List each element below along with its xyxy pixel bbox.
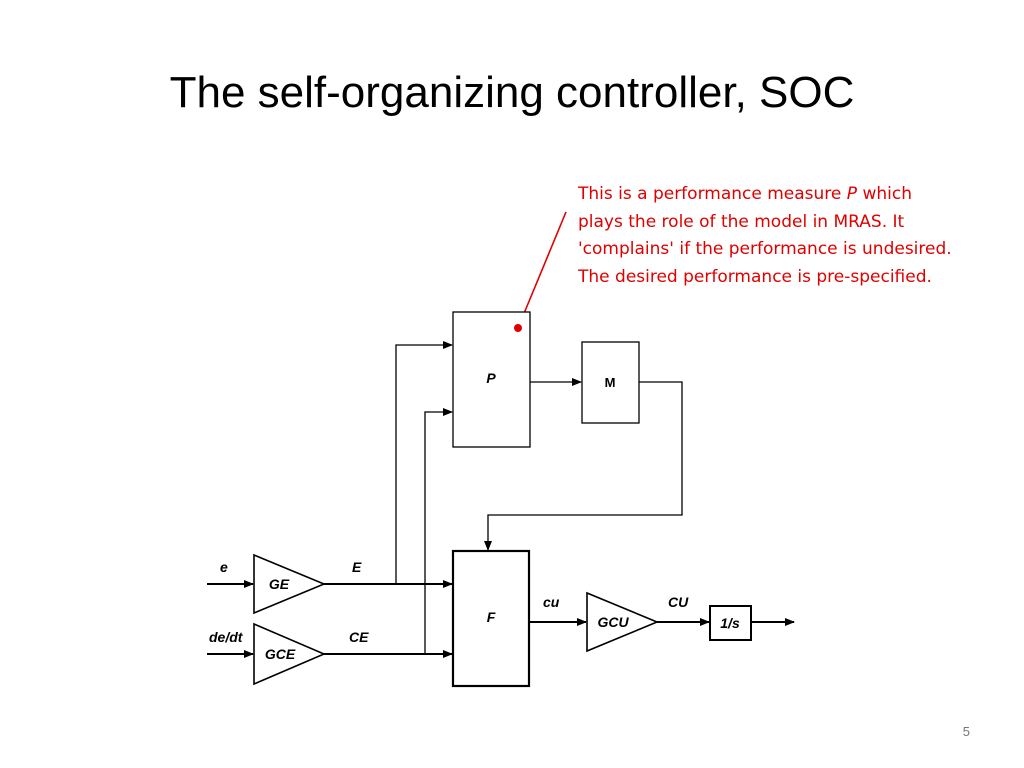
performance-block (452, 311, 531, 448)
modifier-to-fuzzy-feedback (484, 381, 683, 551)
callout-text-symbol: P (846, 184, 858, 204)
signal-label-error: e (220, 559, 228, 575)
callout-text-end: which plays the role of the model in MRA… (578, 184, 952, 287)
change-error-gain-triangle (253, 622, 327, 686)
change-error-feedback-to-performance (424, 408, 453, 654)
callout-annotation: This is a performance measure P which pl… (578, 181, 958, 291)
integrator-block (709, 605, 752, 641)
modifier-block (581, 341, 640, 424)
performance-block-label: P (486, 370, 496, 386)
output-gain-label: GCU (597, 614, 629, 630)
error-gain-label: GE (269, 576, 290, 592)
signal-label-change-output: cu (543, 594, 560, 610)
page-number: 5 (962, 724, 970, 739)
callout-text-start: This is a performance measure (578, 184, 847, 204)
signal-label-derivative: de/dt (209, 629, 244, 645)
signal-label-scaled-change-output: CU (668, 594, 689, 610)
output-gain-triangle (586, 591, 660, 653)
error-gain-triangle (253, 553, 327, 615)
signal-label-scaled-change-error: CE (349, 629, 369, 645)
callout-leader-line (517, 211, 567, 329)
signal-label-scaled-error: E (352, 559, 362, 575)
error-feedback-to-performance (395, 341, 453, 584)
callout-anchor-dot (514, 324, 522, 332)
modifier-block-label: M (605, 375, 616, 390)
change-error-gain-label: GCE (265, 646, 296, 662)
slide-title: The self-organizing controller, SOC (169, 68, 855, 117)
fuzzy-block (451, 549, 531, 688)
integrator-block-label: 1/s (720, 615, 740, 631)
fuzzy-block-label: F (487, 609, 496, 625)
